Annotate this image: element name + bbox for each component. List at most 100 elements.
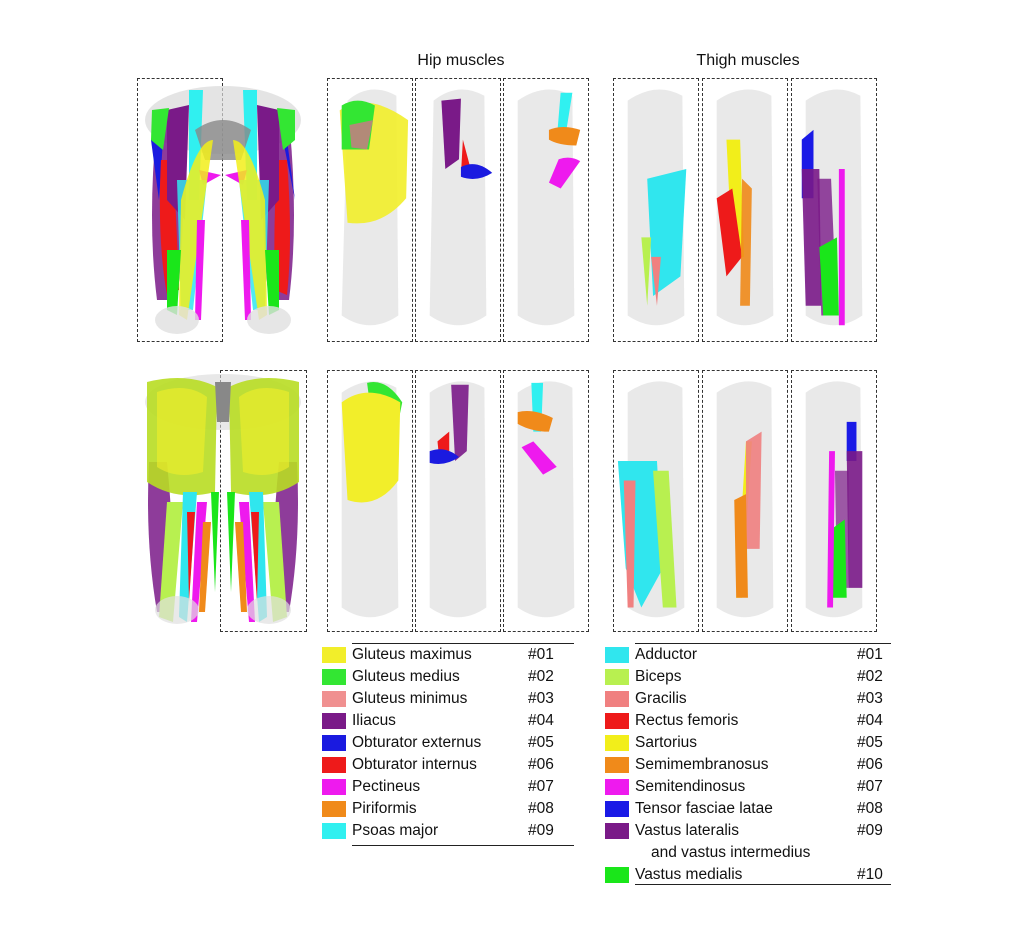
back-overview-render bbox=[137, 372, 309, 634]
hip-front-panel-2 bbox=[415, 78, 501, 342]
legend-name: Obturator externus bbox=[352, 734, 482, 751]
legend-name: Gluteus medius bbox=[352, 668, 460, 685]
legend-name: Pectineus bbox=[352, 778, 421, 795]
legend-number: #09 bbox=[857, 822, 883, 839]
legend-name: Adductor bbox=[635, 646, 698, 663]
hip-back-panel-3 bbox=[503, 370, 589, 632]
legend-row: Semitendinosus #07 bbox=[605, 776, 897, 798]
legend-row: Vastus medialis#10 bbox=[605, 864, 897, 886]
legend-swatch bbox=[322, 713, 346, 729]
legend-name: Iliacus bbox=[352, 712, 396, 729]
legend-row: Obturator internus #06 bbox=[322, 754, 568, 776]
hip-front-panel-3 bbox=[503, 78, 589, 342]
legend-number: #08 bbox=[528, 800, 554, 817]
thigh-front-panel-3 bbox=[791, 78, 877, 342]
legend-swatch bbox=[605, 735, 629, 751]
legend-swatch bbox=[605, 757, 629, 773]
legend-number: #01 bbox=[857, 646, 883, 663]
legend-swatch bbox=[605, 647, 629, 663]
legend-swatch bbox=[605, 823, 629, 839]
legend-number: #03 bbox=[528, 690, 554, 707]
legend-swatch bbox=[322, 735, 346, 751]
legend-number: #08 bbox=[857, 800, 883, 817]
legend-name: Gluteus maximus bbox=[352, 646, 472, 663]
legend-row: Gluteus medius #02 bbox=[322, 666, 568, 688]
legend-number: #04 bbox=[857, 712, 883, 729]
legend-swatch bbox=[322, 823, 346, 839]
hip-back-panel-1 bbox=[327, 370, 413, 632]
legend-number: #04 bbox=[528, 712, 554, 729]
legend-row: Piriformis #08 bbox=[322, 798, 568, 820]
thigh-front-panel-1 bbox=[613, 78, 699, 342]
legend-number: #01 bbox=[528, 646, 554, 663]
legend-swatch bbox=[605, 867, 629, 883]
legend-swatch bbox=[605, 779, 629, 795]
legend-number: #06 bbox=[528, 756, 554, 773]
legend-swatch bbox=[322, 779, 346, 795]
hip-muscles-title: Hip muscles bbox=[417, 52, 505, 69]
legend-number: #02 bbox=[528, 668, 554, 685]
legend-row: Psoas major #09 bbox=[322, 820, 568, 842]
legend-row: Tensor fasciae latae #08 bbox=[605, 798, 897, 820]
legend-name: Obturator internus bbox=[352, 756, 477, 773]
legend-name-continuation: and vastus intermedius bbox=[651, 844, 811, 861]
legend-number: #09 bbox=[528, 822, 554, 839]
legend-row: Biceps #02 bbox=[605, 666, 897, 688]
legend-number: #03 bbox=[857, 690, 883, 707]
legend-number: #07 bbox=[857, 778, 883, 795]
legend-row: Vastus lateralis #09 bbox=[605, 820, 897, 842]
legend-name: Vastus lateralis bbox=[635, 822, 739, 839]
front-overview-left-frame bbox=[137, 78, 223, 342]
legend-swatch bbox=[322, 669, 346, 685]
legend-name: Rectus femoris bbox=[635, 712, 739, 729]
hip-back-panel-2 bbox=[415, 370, 501, 632]
legend-name: Piriformis bbox=[352, 800, 417, 817]
legend-name: Gracilis bbox=[635, 690, 687, 707]
legend-row: Sartorius #05 bbox=[605, 732, 897, 754]
legend-swatch bbox=[605, 669, 629, 685]
legend-row: Semimembranosus #06 bbox=[605, 754, 897, 776]
thigh-legend-bottom-rule bbox=[635, 884, 891, 885]
legend-swatch bbox=[605, 713, 629, 729]
legend-name: Biceps bbox=[635, 668, 682, 685]
legend-swatch bbox=[322, 801, 346, 817]
legend-row: Iliacus #04 bbox=[322, 710, 568, 732]
legend-number: #10 bbox=[857, 866, 883, 883]
hip-legend-top-rule bbox=[352, 643, 574, 644]
legend-number: #05 bbox=[857, 734, 883, 751]
legend-number: #05 bbox=[528, 734, 554, 751]
legend-name: Semimembranosus bbox=[635, 756, 769, 773]
legend-swatch bbox=[605, 801, 629, 817]
hip-legend-bottom-rule bbox=[352, 845, 574, 846]
thigh-legend-top-rule bbox=[635, 643, 891, 644]
legend-name: Tensor fasciae latae bbox=[635, 800, 773, 817]
legend-name: Semitendinosus bbox=[635, 778, 746, 795]
legend-name: Sartorius bbox=[635, 734, 698, 751]
legend-row: Gracilis #03 bbox=[605, 688, 897, 710]
legend-number: #06 bbox=[857, 756, 883, 773]
front-overview-render bbox=[137, 80, 309, 342]
legend-row: Gluteus maximus #01 bbox=[322, 644, 568, 666]
thigh-back-panel-3 bbox=[791, 370, 877, 632]
thigh-back-panel-1 bbox=[613, 370, 699, 632]
hip-front-panel-1 bbox=[327, 78, 413, 342]
legend-row: Rectus femoris #04 bbox=[605, 710, 897, 732]
legend-number: #02 bbox=[857, 668, 883, 685]
legend-swatch bbox=[322, 757, 346, 773]
thigh-back-panel-2 bbox=[702, 370, 788, 632]
legend-number: #07 bbox=[528, 778, 554, 795]
back-overview-right-frame bbox=[220, 370, 307, 632]
legend-swatch bbox=[322, 691, 346, 707]
thigh-front-panel-2 bbox=[702, 78, 788, 342]
legend-row: Pectineus #07 bbox=[322, 776, 568, 798]
legend-swatch bbox=[605, 691, 629, 707]
legend-row: Obturator externus #05 bbox=[322, 732, 568, 754]
legend-row: Gluteus minimus #03 bbox=[322, 688, 568, 710]
thigh-muscles-title: Thigh muscles bbox=[696, 52, 800, 69]
legend-row: Adductor #01 bbox=[605, 644, 897, 666]
legend-name: Gluteus minimus bbox=[352, 690, 468, 707]
legend-name: Psoas major bbox=[352, 822, 439, 839]
legend-swatch bbox=[322, 647, 346, 663]
